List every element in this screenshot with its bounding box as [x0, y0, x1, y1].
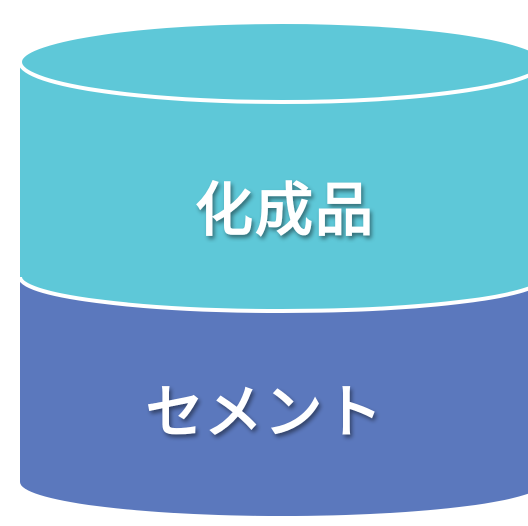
top-layer: 化成品 [18, 20, 528, 313]
bottom-layer-body [20, 243, 528, 516]
bottom-layer: セメント [20, 243, 528, 516]
bottom-layer-label: セメント [146, 378, 385, 446]
top-layer-cap [18, 20, 528, 104]
top-layer-label: 化成品 [195, 176, 375, 244]
layer-divider [18, 276, 528, 313]
